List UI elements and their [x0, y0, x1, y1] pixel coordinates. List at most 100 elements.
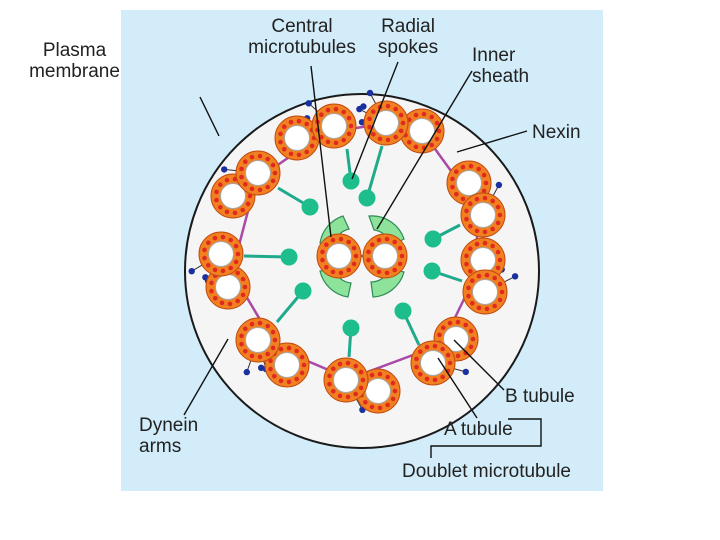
b-tubule-subunit: [450, 176, 455, 182]
a-tubule-subunit: [497, 297, 503, 303]
b-tubule-subunit: [495, 265, 501, 271]
a-tubule-subunit: [228, 265, 233, 271]
a-tubule-subunit: [360, 377, 366, 383]
a-tubule-lumen: [472, 279, 498, 305]
b-tubule-subunit: [286, 379, 292, 385]
leader-a-tubule: [437, 357, 478, 419]
dynein-head: [258, 364, 265, 371]
b-tubule-subunit: [296, 152, 302, 158]
central-microtubule-lumen: [372, 243, 398, 269]
dynein-head: [462, 368, 469, 376]
a-tubule-lumen: [333, 367, 359, 393]
a-tubule-subunit: [482, 195, 488, 201]
a-tubule-subunit: [272, 337, 278, 343]
leader-b-tubule: [453, 339, 505, 391]
b-tubule-subunit: [224, 177, 230, 183]
b-tubule-subunit: [407, 140, 412, 145]
a-tubule-lumen: [208, 241, 234, 267]
radial-spoke-head: [358, 189, 376, 207]
a-tubule-subunit: [348, 123, 354, 129]
b-tubule-subunit: [209, 280, 214, 286]
dynein-head: [305, 100, 312, 107]
a-tubule-subunit: [249, 321, 255, 327]
a-tubule-subunit: [239, 174, 244, 180]
b-tubule: [274, 115, 320, 161]
a-tubule-subunit: [341, 109, 346, 115]
a-tubule-subunit: [206, 240, 211, 245]
b-tubule-subunit: [278, 346, 284, 352]
a-tubule-subunit: [377, 136, 383, 142]
b-tubule-subunit: [214, 197, 219, 203]
b-tubule-subunit: [294, 348, 299, 354]
label-inner-sheath: Inner sheath: [472, 45, 530, 87]
a-tubule-subunit: [233, 259, 239, 265]
a-tubule-subunit: [470, 278, 475, 284]
b-tubule-subunit: [219, 300, 225, 306]
a-tubule-subunit: [220, 268, 226, 274]
central-microtubule-subunit: [330, 237, 336, 243]
a-tubule: [363, 100, 409, 146]
a-tubule-subunit: [333, 140, 339, 146]
leader-plasma-membrane: [199, 96, 220, 137]
b-tubule-subunit: [495, 249, 501, 255]
central-microtubule-subunit: [397, 245, 403, 251]
a-tubule-subunit: [249, 186, 255, 192]
a-tubule-subunit: [257, 153, 263, 159]
a-tubule-subunit: [466, 293, 471, 299]
central-microtubule-subunit: [346, 267, 351, 273]
a-tubule-subunit: [466, 285, 471, 291]
a-tubule-subunit: [424, 376, 430, 382]
radial-spoke-head: [294, 282, 312, 300]
a-tubule-subunit: [371, 109, 376, 114]
dynein-head: [495, 181, 503, 189]
a-tubule-subunit: [367, 124, 372, 130]
b-tubule-subunit: [436, 128, 442, 134]
central-microtubule-subunit: [324, 242, 329, 247]
b-tubule-subunit: [209, 288, 214, 294]
central-microtubule-subunit: [366, 257, 371, 263]
b-tubule-subunit: [483, 180, 489, 186]
leader-radial-spokes: [351, 61, 399, 180]
radial-spoke-head: [280, 248, 298, 266]
b-tubule-subunit: [454, 192, 459, 197]
b-tubule: [264, 342, 310, 388]
b-tubule-subunit: [441, 325, 446, 331]
a-tubule-subunit: [371, 132, 376, 137]
a-tubule-subunit: [495, 220, 501, 226]
b-tubule-subunit: [476, 166, 482, 172]
b-tubule-subunit: [490, 243, 496, 249]
b-tubule-lumen: [274, 352, 300, 378]
b-tubule-subunit: [468, 163, 474, 169]
dynein-head: [360, 103, 367, 110]
leader-nexin: [456, 130, 528, 153]
b-tubule-subunit: [224, 209, 230, 215]
radial-spoke-head: [423, 262, 441, 280]
b-tubule-subunit: [294, 376, 299, 382]
b-tubule-lumen: [215, 274, 241, 300]
b-tubule-subunit: [390, 396, 396, 402]
b-tubule-subunit: [434, 120, 440, 126]
a-tubule-subunit: [440, 346, 446, 352]
a-tubule-subunit: [400, 120, 406, 126]
b-tubule-subunit: [460, 164, 466, 170]
a-tubule-subunit: [482, 229, 488, 235]
b-tubule-lumen: [443, 326, 469, 352]
a-tubule: [311, 103, 357, 149]
b-tubule-subunit: [450, 184, 455, 190]
a-tubule-subunit: [393, 134, 399, 140]
b-tubule-subunit: [299, 370, 305, 376]
a-tubule-subunit: [474, 196, 480, 202]
central-microtubule-subunit: [384, 236, 390, 242]
b-tubule-subunit: [309, 143, 315, 149]
radial-spoke-head: [424, 230, 442, 248]
a-tubule-subunit: [243, 159, 248, 164]
b-tubule-subunit: [213, 296, 218, 301]
b-tubule-subunit: [232, 210, 238, 216]
label-dynein-arms: Dynein arms: [139, 415, 199, 457]
b-tubule-subunit: [463, 350, 469, 356]
a-tubule-subunit: [235, 251, 241, 257]
a-tubule-subunit: [327, 381, 332, 387]
a-tubule-subunit: [257, 354, 263, 360]
dynein-head: [188, 268, 195, 275]
b-tubule-subunit: [278, 139, 283, 145]
